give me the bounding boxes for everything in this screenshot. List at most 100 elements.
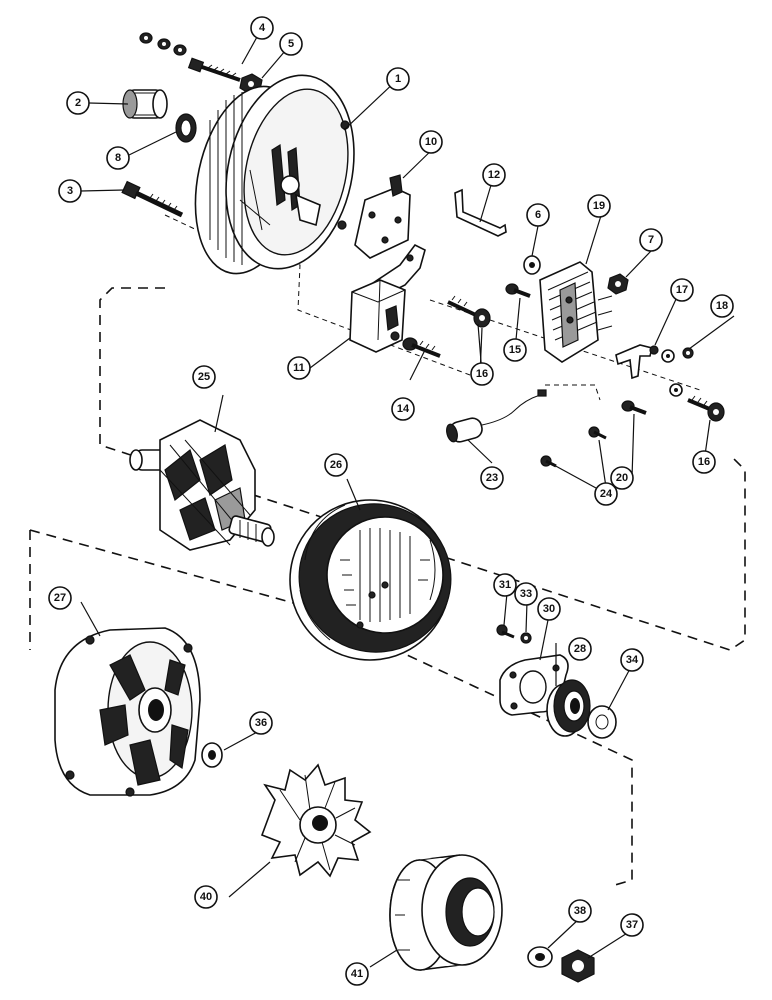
svg-text:6: 6	[535, 209, 541, 221]
svg-text:19: 19	[593, 200, 605, 212]
svg-text:41: 41	[351, 968, 363, 980]
svg-text:40: 40	[200, 891, 212, 903]
svg-text:11: 11	[293, 362, 305, 374]
svg-text:17: 17	[676, 284, 688, 296]
callout-11: 11	[287, 356, 311, 380]
callout-2: 2	[66, 91, 90, 115]
callout-26: 26	[324, 453, 348, 477]
svg-text:10: 10	[425, 136, 437, 148]
callout-16b: 16	[692, 450, 716, 474]
callout-8: 8	[106, 146, 130, 170]
callout-6: 6	[526, 203, 550, 227]
callout-33: 33	[514, 582, 538, 606]
small-nut-stack	[139, 32, 187, 56]
svg-text:33: 33	[520, 588, 532, 600]
svg-text:34: 34	[626, 654, 639, 666]
rectifier-part-19	[539, 261, 613, 363]
seal-part-8	[175, 113, 197, 143]
svg-text:23: 23	[486, 472, 498, 484]
svg-text:31: 31	[499, 579, 511, 591]
callout-36: 36	[249, 711, 273, 735]
callout-10: 10	[419, 130, 443, 154]
screw-part-20	[621, 400, 647, 415]
svg-text:24: 24	[600, 488, 613, 500]
stator-part-26	[289, 499, 452, 661]
callout-27: 27	[48, 586, 72, 610]
svg-text:14: 14	[397, 403, 410, 415]
bolt-part-3	[121, 180, 184, 218]
nut-part-37	[561, 949, 595, 983]
brush-holder-part-10	[354, 174, 411, 259]
callout-16a: 16	[470, 362, 494, 386]
svg-text:4: 4	[259, 22, 266, 34]
svg-text:38: 38	[574, 905, 586, 917]
svg-text:16: 16	[698, 456, 710, 468]
callout-3: 3	[58, 179, 82, 203]
callout-17: 17	[670, 278, 694, 302]
pulley-part-41	[389, 854, 503, 971]
spacer-part-36	[201, 742, 223, 768]
callout-20: 20	[610, 466, 634, 490]
svg-text:3: 3	[67, 185, 73, 197]
svg-text:26: 26	[330, 459, 342, 471]
callout-12: 12	[482, 163, 506, 187]
svg-text:7: 7	[648, 234, 654, 246]
bracket-part-17	[615, 344, 659, 380]
washer-part-6	[523, 255, 541, 275]
callout-40: 40	[194, 885, 218, 909]
screw-part-31	[496, 624, 515, 639]
svg-text:30: 30	[543, 603, 555, 615]
small-washer-near-part-16	[669, 383, 683, 397]
callout-38: 38	[568, 899, 592, 923]
svg-text:28: 28	[574, 643, 586, 655]
callout-41: 41	[345, 962, 369, 986]
screw-part-15	[505, 283, 531, 298]
callout-1: 1	[386, 67, 410, 91]
rotor-part-25	[129, 419, 275, 551]
fan-part-40	[260, 763, 372, 878]
drive-end-frame-part-27	[54, 627, 201, 797]
callout-34: 34	[620, 648, 644, 672]
screw-part-4	[187, 57, 241, 82]
callout-23: 23	[480, 466, 504, 490]
regulator-part-11	[349, 279, 406, 353]
screws-part-24	[540, 426, 607, 468]
nut-part-7	[607, 273, 629, 295]
callout-5: 5	[279, 32, 303, 56]
svg-text:1: 1	[395, 73, 401, 85]
bearing-part-28	[546, 679, 591, 737]
callout-37: 37	[620, 913, 644, 937]
callout-4: 4	[250, 16, 274, 40]
svg-text:5: 5	[288, 38, 294, 50]
washer-part-33	[520, 632, 532, 644]
svg-text:15: 15	[509, 344, 521, 356]
callout-7: 7	[639, 228, 663, 252]
callout-19: 19	[587, 194, 611, 218]
bearing-part-2	[122, 89, 168, 119]
callout-25: 25	[192, 365, 216, 389]
screw-part-16a	[447, 295, 491, 328]
washer-part-18	[661, 347, 694, 363]
svg-text:18: 18	[716, 300, 728, 312]
washer-part-34	[587, 705, 617, 739]
svg-text:16: 16	[476, 368, 488, 380]
washer-part-38	[527, 946, 553, 968]
svg-text:37: 37	[626, 919, 638, 931]
end-frame-part-1	[194, 74, 355, 275]
svg-text:36: 36	[255, 717, 267, 729]
capacitor-part-23	[446, 389, 547, 443]
callout-14: 14	[391, 397, 415, 421]
screw-part-16b	[687, 395, 725, 422]
svg-text:12: 12	[488, 169, 500, 181]
callout-15: 15	[503, 338, 527, 362]
bracket-part-12	[454, 188, 507, 237]
svg-text:27: 27	[54, 592, 66, 604]
screw-part-14	[402, 337, 441, 358]
callout-30: 30	[537, 597, 561, 621]
callout-31: 31	[493, 573, 517, 597]
callout-18: 18	[710, 294, 734, 318]
svg-text:2: 2	[75, 97, 81, 109]
svg-text:20: 20	[616, 472, 628, 484]
svg-text:25: 25	[198, 371, 210, 383]
